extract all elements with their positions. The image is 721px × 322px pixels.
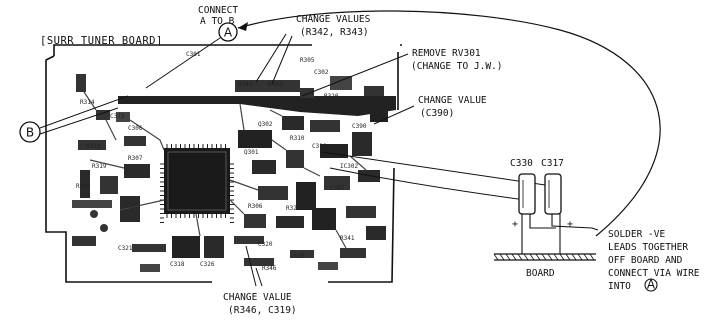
- callout-remove-rv301-line1: REMOVE RV301: [412, 48, 481, 59]
- board-hatch-line: [541, 253, 547, 261]
- pcb-silkscreen-label: C306: [128, 125, 143, 132]
- board-hatch-line: [583, 253, 589, 261]
- leader-b-to-board: [39, 95, 129, 129]
- plus-sign-c330: +: [512, 219, 518, 230]
- pcb-silkscreen-label: R307: [128, 155, 143, 162]
- capacitor-c317: [544, 173, 562, 215]
- mini-board: [493, 253, 596, 261]
- pcb-silkscreen-label: C390: [352, 123, 367, 130]
- pcb-silkscreen-label: C301: [186, 51, 201, 58]
- pcb-silkscreen-label: C320: [258, 241, 273, 248]
- pcb-silkscreen-label: R341: [340, 235, 355, 242]
- marker-a-small-circle: A: [644, 278, 658, 292]
- lead-c317-negative: [551, 214, 599, 231]
- leader-a-to-board: [145, 37, 221, 89]
- callout-change-values-line1: CHANGE VALUES: [296, 14, 371, 25]
- wire-board-to-c330: [329, 167, 527, 201]
- pcb-silkscreen-label: R346: [262, 265, 277, 272]
- board-label: BOARD: [526, 268, 555, 279]
- board-hatch-line: [565, 253, 571, 261]
- pcb-silkscreen-label: C303: [126, 203, 141, 210]
- board-hatch-line: [499, 253, 505, 261]
- capacitor-c330-label: C330: [510, 158, 533, 169]
- lead-c330-negative: [529, 214, 556, 229]
- callout-remove-rv301-line2: (CHANGE TO J.W.): [411, 61, 503, 72]
- pcb-silkscreen-label: R306: [248, 203, 263, 210]
- capacitor-c330: [518, 173, 536, 215]
- board-hatch-line: [547, 253, 553, 261]
- board-outline: [45, 44, 402, 283]
- pcb-silkscreen-label: IC302: [340, 163, 358, 170]
- solder-note-line2: LEADS TOGETHER: [608, 242, 688, 253]
- callout-connect-line2: A TO B: [200, 16, 235, 27]
- board-hatch-line: [505, 253, 511, 261]
- solder-note-line3: OFF BOARD AND: [608, 255, 683, 266]
- callout-change-value-bottom-line1: CHANGE VALUE: [223, 292, 292, 303]
- leader-remove-rv301: [301, 53, 409, 97]
- callout-change-value-c390-line2: (C390): [420, 108, 454, 119]
- marker-b-label: B: [26, 126, 34, 140]
- marker-b-circle: B: [19, 121, 41, 143]
- pcb-silkscreen-label: Q301: [244, 149, 259, 156]
- leader-b-to-board-2: [39, 107, 119, 135]
- board-hatch-line: [577, 253, 583, 261]
- leader-change-value-c390: [373, 105, 415, 125]
- solder-note-line1: SOLDER -VE: [608, 229, 665, 240]
- wire-route-arrow-to-a: [237, 10, 661, 237]
- pcb-silkscreen-label: R303: [76, 183, 91, 190]
- arrowhead-at-a: [238, 22, 248, 31]
- board-hatch-line: [559, 253, 565, 261]
- callout-change-values-line2: (R342, R343): [300, 27, 369, 38]
- pcb-silkscreen-label: R314: [80, 99, 95, 106]
- callout-change-value-bottom-line2: (R346, C319): [228, 305, 297, 316]
- pcb-silkscreen-label: R319: [92, 163, 107, 170]
- leader-change-values-1: [255, 33, 287, 83]
- leader-change-value-bottom-2: [255, 267, 263, 287]
- capacitor-c317-label: C317: [541, 158, 564, 169]
- board-hatch-line: [529, 253, 535, 261]
- main-ic-chip: [164, 148, 230, 214]
- pcb-silkscreen-label: C315: [110, 113, 125, 120]
- marker-a-small-label: A: [647, 278, 656, 292]
- pcb-silkscreen-label: R320: [324, 93, 339, 100]
- pcb-silkscreen-label: R305: [300, 57, 315, 64]
- marker-a-label: A: [224, 26, 233, 40]
- pcb-silkscreen-label: C321: [118, 245, 133, 252]
- pcb-silkscreen-label: R313: [86, 143, 101, 150]
- pcb-silkscreen-label: R321: [286, 205, 301, 212]
- board-hatch-line: [535, 253, 541, 261]
- pcb-silkscreen-label: R310: [290, 135, 305, 142]
- leader-change-value-bottom-1: [245, 245, 257, 287]
- callout-change-value-c390-line1: CHANGE VALUE: [418, 95, 487, 106]
- leader-change-values-2: [271, 35, 293, 85]
- board-hatch-line: [523, 253, 529, 261]
- board-hatch-line: [553, 253, 559, 261]
- pcb-silkscreen-label: C318: [170, 261, 185, 268]
- pcb-silkscreen-label: C310: [312, 143, 327, 150]
- board-hatch-line: [493, 253, 499, 261]
- board-hatch-line: [511, 253, 517, 261]
- pcb-silkscreen-label: C326: [200, 261, 215, 268]
- pcb-silkscreen-label: C319: [290, 253, 305, 260]
- solder-note-line5: INTO: [608, 281, 631, 292]
- pcb-silkscreen-label: R342: [238, 81, 253, 88]
- board-hatch-line: [589, 253, 595, 261]
- pcb-silkscreen-label: Q302: [258, 121, 273, 128]
- pcb-silkscreen-label: R343: [268, 81, 283, 88]
- board-hatch-line: [517, 253, 523, 261]
- pcb-silkscreen-label: C387: [330, 185, 345, 192]
- board-hatch-line: [571, 253, 577, 261]
- board-title: [SURR TUNER BOARD]: [40, 35, 163, 47]
- pcb-silkscreen-label: C302: [314, 69, 329, 76]
- marker-a-circle: A: [218, 22, 238, 42]
- plus-sign-c317: +: [567, 219, 573, 230]
- solder-note-line4: CONNECT VIA WIRE: [608, 268, 700, 279]
- callout-connect-line1: CONNECT: [198, 5, 238, 16]
